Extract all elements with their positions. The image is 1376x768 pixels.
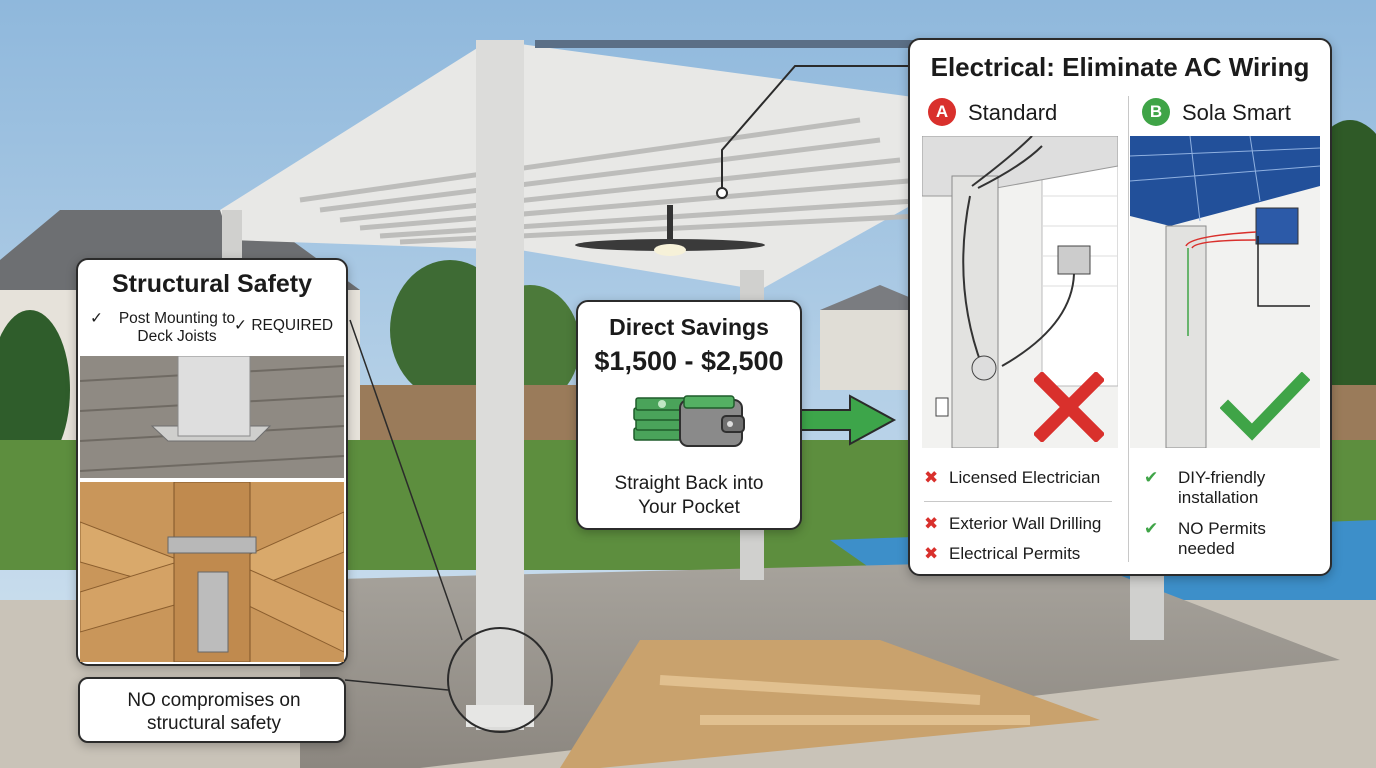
standard-wiring-illustration xyxy=(922,136,1118,448)
x-icon: ✖ xyxy=(924,468,939,487)
direct-savings-card: Direct Savings $1,500 - $2,500 Straight … xyxy=(576,300,802,530)
pergola-roof xyxy=(220,40,1010,290)
pro-label: DIY-friendly installation xyxy=(1178,468,1266,507)
x-icon: ✖ xyxy=(924,544,939,563)
post-mount-illustration xyxy=(80,356,344,478)
con-label: Licensed Electrician xyxy=(948,468,1101,487)
structural-footer-text: NO compromises on structural safety xyxy=(127,690,301,734)
con-item-licensed-electrician: ✖ Licensed Electrician xyxy=(924,468,1100,488)
structural-safety-card: Structural Safety ✓ Post Mounting to Dec… xyxy=(76,258,348,666)
option-b-badge: B xyxy=(1142,98,1170,126)
check-icon: ✔ xyxy=(1144,468,1159,487)
red-x-icon xyxy=(1034,372,1104,442)
pro-item-diy: ✔ DIY-friendly installation xyxy=(1144,468,1324,508)
check-icon: ✔ xyxy=(1144,519,1159,538)
check-item-post-mounting: ✓ Post Mounting to Deck Joists xyxy=(90,310,240,346)
savings-amount: $1,500 - $2,500 xyxy=(594,346,784,376)
con-item-permits: ✖ Electrical Permits xyxy=(924,544,1080,564)
pro-label: NO Permits needed xyxy=(1178,519,1266,558)
x-icon: ✖ xyxy=(924,514,939,533)
structural-title: Structural Safety xyxy=(111,270,313,298)
savings-title: Direct Savings xyxy=(609,314,769,340)
con-label: Exterior Wall Drilling xyxy=(948,514,1102,533)
post-mounting-label: Post Mounting to Deck Joists xyxy=(118,310,236,345)
electrical-card: Electrical: Eliminate AC Wiring A Standa… xyxy=(908,38,1332,576)
wallet-icon xyxy=(679,395,745,447)
post-callout-circle xyxy=(447,627,553,733)
cons-separator xyxy=(924,501,1112,502)
con-label: Electrical Permits xyxy=(948,544,1081,563)
option-a-label: Standard xyxy=(968,100,1058,125)
column-divider xyxy=(1128,96,1129,562)
savings-subtitle: Straight Back into Your Pocket xyxy=(614,473,764,518)
electrical-title: Electrical: Eliminate AC Wiring xyxy=(930,52,1310,82)
deck-joists xyxy=(560,640,1100,768)
pro-item-permits: ✔ NO Permits needed xyxy=(1144,519,1324,559)
option-b-label: Sola Smart xyxy=(1182,100,1291,125)
green-check-icon xyxy=(1220,372,1310,441)
money-stack-icon xyxy=(633,397,689,441)
sola-smart-illustration xyxy=(1130,136,1320,448)
check-icon: ✓ xyxy=(234,317,247,334)
check-item-required: ✓ REQUIRED xyxy=(234,316,333,335)
option-a-badge: A xyxy=(928,98,956,126)
pergola-post-front xyxy=(476,40,524,730)
joist-bracket-illustration xyxy=(80,482,344,662)
check-icon: ✓ xyxy=(90,310,103,327)
structural-footer: NO compromises on structural safety xyxy=(78,677,346,743)
required-label: REQUIRED xyxy=(251,317,334,334)
con-item-wall-drilling: ✖ Exterior Wall Drilling xyxy=(924,514,1101,534)
